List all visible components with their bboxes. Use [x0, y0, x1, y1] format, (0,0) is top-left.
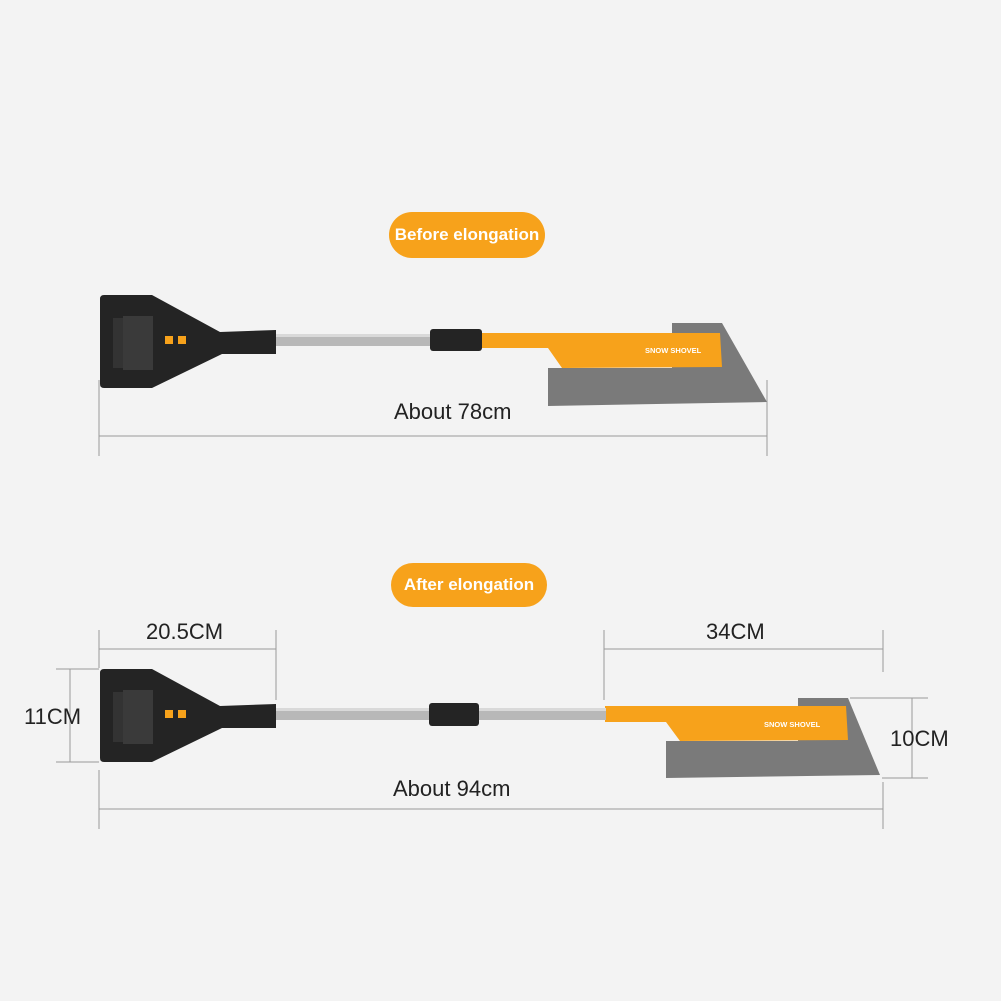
brush-width-dimension — [850, 697, 928, 779]
after-brand-text: SNOW SHOVEL — [764, 720, 821, 729]
before-total-dimension-line — [98, 380, 768, 456]
before-brand-text: SNOW SHOVEL — [645, 346, 702, 355]
scraper-width-label: 11CM — [24, 704, 82, 729]
before-elongation-badge: Before elongation — [389, 212, 545, 258]
before-button-2 — [178, 336, 186, 344]
brush-width-label: 10CM — [890, 726, 949, 751]
after-elongation-badge: After elongation — [391, 563, 547, 607]
scraper-length-label: 20.5CM — [146, 619, 224, 644]
brush-length-label: 34CM — [706, 619, 765, 644]
before-elongation-label: Before elongation — [394, 225, 540, 244]
after-total-length: About 94cm — [393, 776, 511, 801]
after-elongation-label: After elongation — [403, 575, 535, 594]
after-brush-handle-body — [605, 706, 848, 741]
scraper-width-dimension — [56, 668, 99, 763]
before-button-1 — [165, 336, 173, 344]
before-joint — [430, 329, 482, 351]
brush-length-dimension — [603, 630, 884, 700]
after-joint — [429, 703, 479, 726]
scraper-length-dimension — [98, 630, 277, 700]
before-total-length: About 78cm — [394, 399, 512, 424]
before-brush-handle-body — [480, 333, 722, 368]
after-total-dimension-line — [98, 770, 884, 829]
after-button-2 — [178, 710, 186, 718]
after-button-1 — [165, 710, 173, 718]
